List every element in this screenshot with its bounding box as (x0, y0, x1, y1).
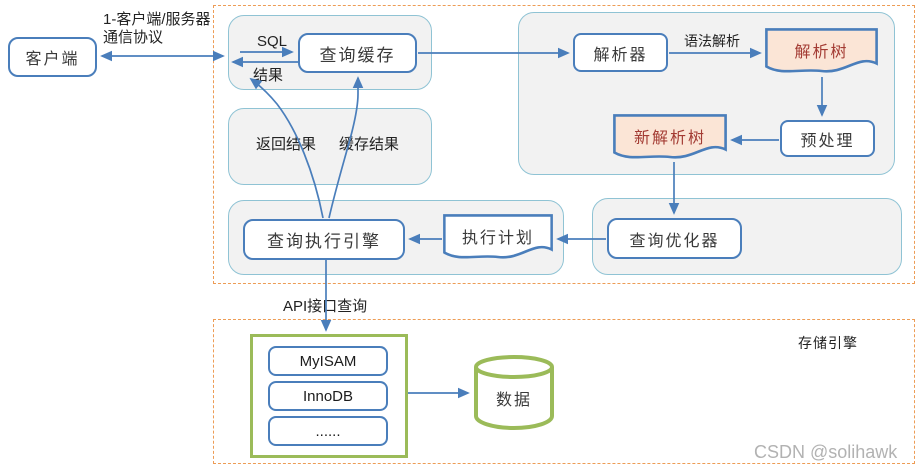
return-result-label: 返回结果 (256, 136, 317, 153)
new-parse-tree-label: 新解析树 (633, 130, 706, 147)
query-cache-node: 查询缓存 (298, 33, 417, 73)
query-optimizer-node: 查询优化器 (607, 218, 742, 259)
engine-list-box: MyISAM InnoDB ...... (250, 334, 408, 458)
preprocess-node: 预处理 (780, 120, 875, 157)
syntax-parse-label: 语法解析 (684, 33, 740, 49)
query-cache-label: 查询缓存 (319, 45, 396, 65)
api-query-label: API接口查询 (283, 298, 368, 315)
data-store-cylinder: 数据 (473, 354, 555, 431)
server-layer-container (213, 5, 915, 284)
engine-item-others-label: ...... (315, 422, 341, 440)
document-shape-icon (613, 114, 727, 159)
protocol-label: 1-客户端/服务器 通信协议 (103, 11, 211, 47)
client-node-label: 客户端 (25, 51, 80, 68)
execution-plan-doc: 执行计划 (443, 214, 553, 262)
storage-engine-title: 存储引擎 (798, 335, 858, 351)
data-store-label: 数据 (495, 392, 532, 409)
parser-node: 解析器 (573, 33, 668, 72)
engine-item-myisam: MyISAM (268, 346, 388, 376)
sql-label: SQL (257, 33, 288, 50)
query-execution-engine-node: 查询执行引擎 (243, 219, 405, 260)
client-node: 客户端 (8, 37, 97, 77)
database-cylinder-icon (474, 355, 554, 431)
storage-engine-container (213, 319, 915, 464)
protocol-label-line1: 1-客户端/服务器 (103, 11, 211, 28)
query-optimizer-label: 查询优化器 (629, 232, 720, 250)
parse-tree-label: 解析树 (794, 44, 849, 61)
protocol-label-line2: 通信协议 (103, 29, 164, 46)
engine-item-innodb: InnoDB (268, 381, 388, 411)
engine-item-others: ...... (268, 416, 388, 446)
result-label: 结果 (253, 67, 284, 84)
preprocess-label: 预处理 (800, 132, 855, 150)
parse-tree-doc: 解析树 (765, 28, 878, 76)
cache-result-label: 缓存结果 (339, 136, 400, 153)
new-parse-tree-doc: 新解析树 (613, 114, 727, 162)
engine-item-innodb-label: InnoDB (302, 387, 354, 405)
engine-item-myisam-label: MyISAM (299, 352, 357, 370)
query-execution-engine-label: 查询执行引擎 (267, 232, 381, 251)
execution-plan-label: 执行计划 (461, 230, 534, 247)
document-shape-icon (443, 214, 553, 259)
csdn-watermark: CSDN @solihawk (754, 442, 898, 462)
parser-label: 解析器 (593, 46, 648, 64)
document-shape-icon (765, 28, 878, 73)
result-actions-group: 返回结果 缓存结果 (228, 108, 432, 185)
